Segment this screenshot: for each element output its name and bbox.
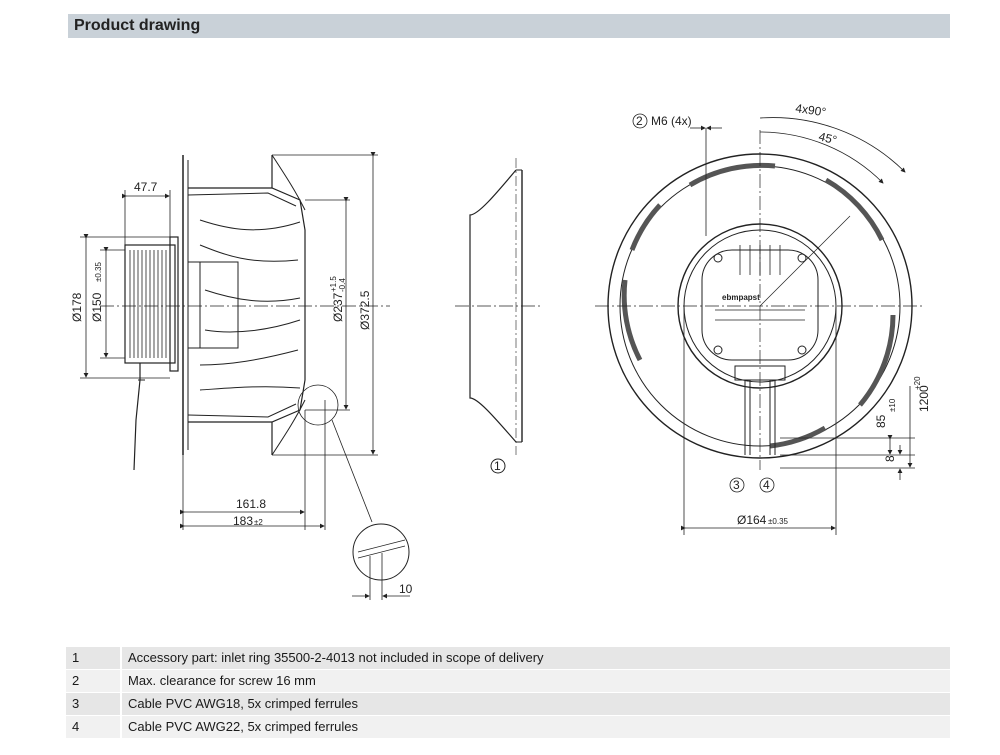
side-view — [100, 154, 390, 471]
inlet-ring-view — [455, 158, 540, 474]
dim-85: 85 — [874, 414, 888, 428]
note-number: 1 — [72, 650, 80, 665]
callout-2-circle — [632, 113, 648, 129]
motor-body — [124, 244, 176, 364]
callout-2-label: 2 — [636, 114, 643, 128]
section-title: Product drawing — [74, 17, 201, 34]
dim-d150-tol: ±0.35 — [94, 261, 103, 282]
note-number: 2 — [72, 673, 80, 688]
notes-table: 1 Accessory part: inlet ring 35500-2-401… — [66, 647, 950, 739]
callout-4-label: 4 — [763, 478, 770, 492]
technical-drawing-svg: 47.7 Ø178 Ø150 ±0.35 Ø237 +1.5 -0.4 Ø372… — [70, 101, 931, 600]
note-row: 3 Cable PVC AWG18, 5x crimped ferrules — [66, 693, 950, 715]
dim-d237-tol-upper: +1.5 — [329, 276, 338, 292]
dim-161-8: 161.8 — [236, 497, 266, 511]
dim-47-7: 47.7 — [134, 180, 158, 194]
dim-d164: Ø164 — [737, 513, 767, 527]
note-text: Cable PVC AWG22, 5x crimped ferrules — [128, 719, 358, 734]
note-text: Accessory part: inlet ring 35500-2-4013 … — [128, 650, 544, 665]
product-drawing: 47.7 Ø178 Ø150 ±0.35 Ø237 +1.5 -0.4 Ø372… — [70, 101, 931, 600]
dim-45: 45° — [817, 129, 838, 147]
dim-1200-tol: +20 — [913, 376, 922, 390]
dim-d372-5: Ø372.5 — [358, 290, 372, 330]
note-number: 3 — [72, 696, 80, 711]
dim-183-tol: ±2 — [254, 518, 263, 527]
callout-3-circle — [729, 477, 745, 493]
dim-d178: Ø178 — [70, 292, 84, 322]
dim-10: 10 — [399, 582, 413, 596]
dim-85-tol: ±10 — [888, 398, 897, 412]
callout-3-label: 3 — [733, 478, 740, 492]
callout-4-circle — [759, 477, 775, 493]
callout-1-circle — [490, 458, 506, 474]
side-view-dimensions — [80, 152, 410, 600]
note-row: 4 Cable PVC AWG22, 5x crimped ferrules — [66, 716, 950, 738]
note-row: 2 Max. clearance for screw 16 mm — [66, 670, 950, 692]
dim-m6: M6 (4x) — [651, 114, 692, 128]
dim-183: 183 — [233, 514, 253, 528]
dim-d237-tol-lower: -0.4 — [338, 278, 347, 292]
dim-1200: 1200 — [917, 385, 931, 412]
front-view-dimensions — [632, 113, 915, 535]
front-view — [595, 130, 925, 470]
note-number: 4 — [72, 719, 80, 734]
note-text: Cable PVC AWG18, 5x crimped ferrules — [128, 696, 358, 711]
dim-8: 8 — [883, 455, 897, 462]
callout-1-label: 1 — [494, 459, 501, 473]
hub-logo: ebmpapst — [722, 293, 760, 302]
section-header-bar: Product drawing — [68, 14, 950, 38]
dim-4x90: 4x90° — [795, 101, 828, 119]
note-row: 1 Accessory part: inlet ring 35500-2-401… — [66, 647, 950, 669]
dim-d237: Ø237 — [331, 292, 345, 322]
note-text: Max. clearance for screw 16 mm — [128, 673, 316, 688]
dim-d164-tol: ±0.35 — [768, 517, 789, 526]
dim-d150: Ø150 — [90, 292, 104, 322]
